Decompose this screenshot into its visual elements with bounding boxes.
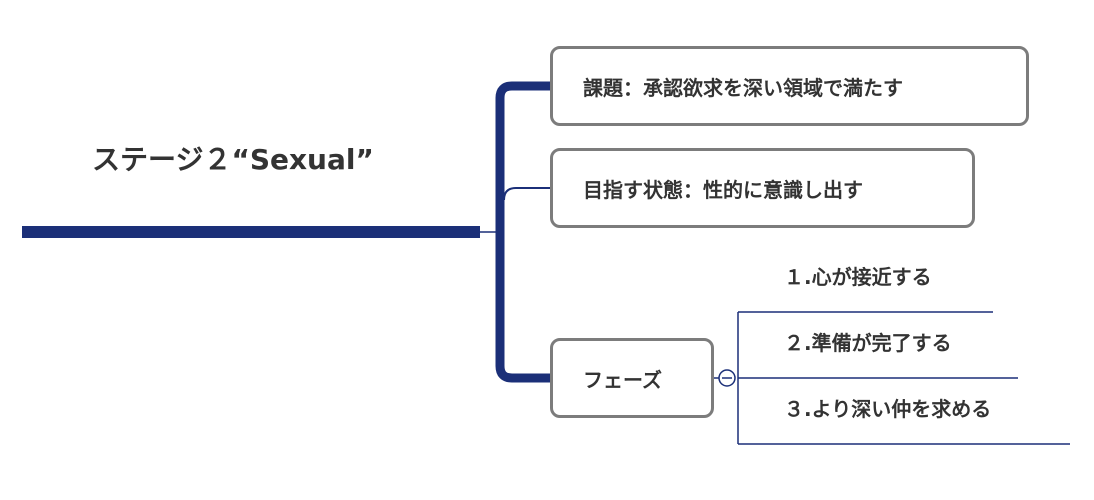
topic-phase[interactable]: フェーズ — [550, 338, 714, 418]
topic-goal[interactable]: 目指す状態：性的に意識し出す — [550, 148, 975, 228]
subtopic-phase-1[interactable]: １.心が接近する — [784, 265, 932, 289]
topic-issue-label: 課題：承認欲求を深い領域で満たす — [583, 75, 903, 100]
subtopic-phase-3[interactable]: ３.より深い仲を求める — [784, 397, 992, 421]
topic-phase-label: フェーズ — [583, 367, 662, 392]
branch-trunk — [495, 81, 552, 383]
topic-issue[interactable]: 課題：承認欲求を深い領域で満たす — [550, 46, 1029, 126]
topic-goal-label: 目指す状態：性的に意識し出す — [583, 177, 863, 202]
root-underline — [22, 226, 480, 238]
branch-goal-link — [503, 187, 552, 201]
subtopic-phase-2[interactable]: ２.準備が完了する — [784, 331, 952, 355]
root-topic[interactable]: ステージ２“Sexual” — [92, 143, 374, 176]
collapse-toggle-icon[interactable] — [718, 369, 736, 387]
